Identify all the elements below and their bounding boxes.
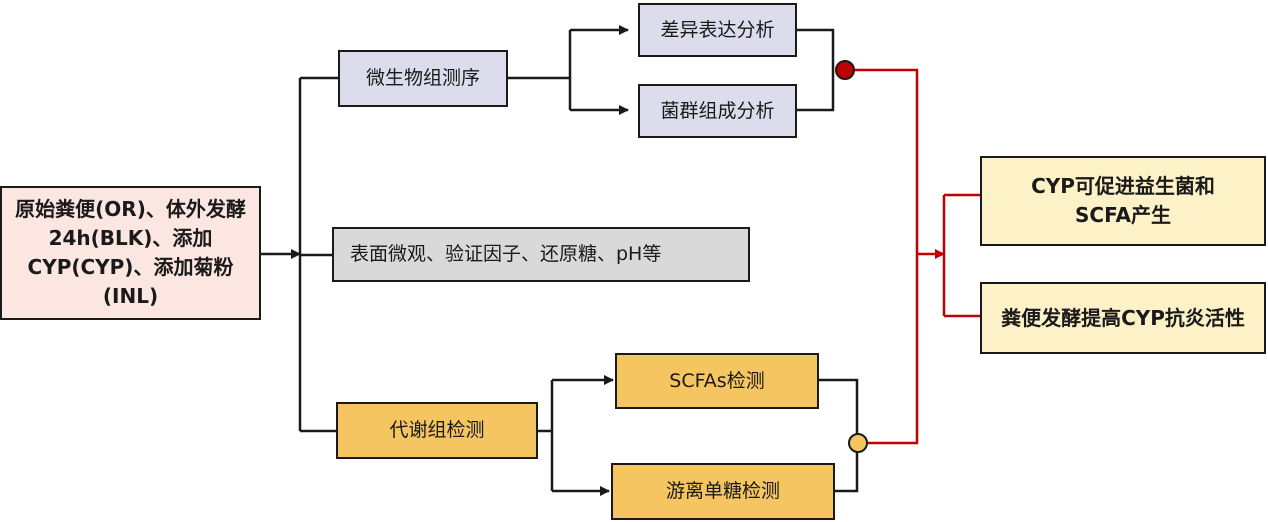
result-anti-inflammatory-text: 粪便发酵提高CYP抗炎活性 — [1001, 305, 1245, 330]
monosaccharide-detection-node: 游离单糖检测 — [611, 463, 835, 520]
scfas-detection-label: SCFAs检测 — [669, 369, 765, 392]
source-samples-text: 原始粪便(OR)、体外发酵24h(BLK)、添加CYP(CYP)、添加菊粉(IN… — [15, 197, 246, 308]
surface-analysis-label: 表面微观、验证因子、还原糖、pH等 — [350, 243, 662, 266]
microbiome-merge-node — [835, 60, 855, 80]
metabolome-detection-node: 代谢组检测 — [336, 402, 538, 459]
connector-red-circle-to-result — [855, 68, 919, 445]
connector-community-merge — [797, 70, 835, 112]
community-composition-label: 菌群组成分析 — [660, 99, 775, 122]
scfas-detection-node: SCFAs检测 — [615, 353, 819, 409]
source-samples-node: 原始粪便(OR)、体外发酵24h(BLK)、添加CYP(CYP)、添加菊粉(IN… — [0, 186, 261, 320]
result-probiotics-text: CYP可促进益生菌和SCFA产生 — [1031, 174, 1215, 227]
microbiome-sequencing-node: 微生物组测序 — [338, 50, 508, 107]
surface-analysis-node: 表面微观、验证因子、还原糖、pH等 — [332, 227, 750, 282]
connector-scfas-merge — [819, 378, 859, 443]
connector-monosaccharide-merge — [835, 443, 859, 493]
diff-expression-node: 差异表达分析 — [638, 3, 797, 57]
diff-expression-label: 差异表达分析 — [660, 18, 775, 41]
microbiome-sequencing-label: 微生物组测序 — [365, 67, 480, 90]
community-composition-node: 菌群组成分析 — [638, 84, 797, 138]
metabolome-merge-node — [848, 433, 868, 453]
metabolome-detection-label: 代谢组检测 — [389, 419, 485, 442]
result-probiotics-node: CYP可促进益生菌和SCFA产生 — [980, 156, 1266, 246]
monosaccharide-detection-label: 游离单糖检测 — [665, 480, 780, 503]
result-anti-inflammatory-node: 粪便发酵提高CYP抗炎活性 — [980, 282, 1266, 354]
connector-diff-expression-merge — [797, 28, 835, 70]
